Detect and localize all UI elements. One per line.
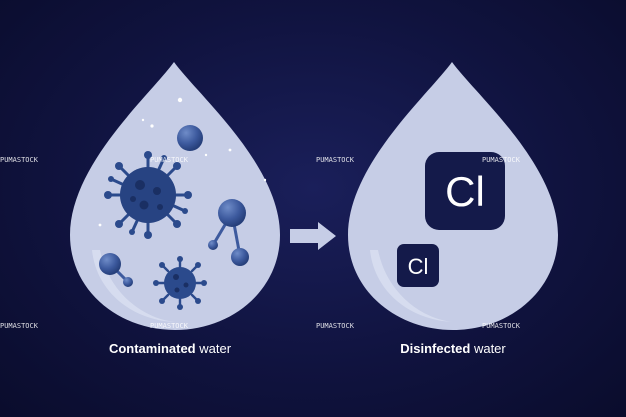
watermark-text: PUMASTOCK: [150, 322, 189, 330]
right-drop-shine: [370, 250, 453, 322]
caption-bold: Disinfected: [400, 341, 471, 356]
virus-small-icon: [153, 256, 207, 310]
bubble-dots: [98, 97, 267, 227]
watermark-text: PUMASTOCK: [0, 322, 39, 330]
contaminated-water-caption: Contaminated water: [70, 341, 270, 356]
watermark-text: PUMASTOCK: [316, 156, 355, 164]
chlorine-large-symbol: Cl: [445, 168, 485, 215]
molecule-single-icon: [177, 125, 203, 151]
contaminated-water-drop: [70, 62, 280, 330]
arrow-right-icon: [290, 222, 336, 250]
disinfected-water-drop: [348, 62, 558, 330]
watermark-text: PUMASTOCK: [482, 322, 521, 330]
chlorine-small-tile: [397, 244, 439, 287]
caption-bold: Contaminated: [108, 341, 196, 356]
caption-regular: water: [199, 341, 232, 356]
watermark-text: PUMASTOCK: [482, 156, 521, 164]
disinfected-water-caption: Disinfected water: [353, 341, 553, 356]
molecule-pair-icon: [99, 253, 133, 287]
virus-large-icon: [104, 151, 192, 239]
watermark-text: PUMASTOCK: [0, 156, 39, 164]
chlorine-large-tile: [425, 152, 505, 230]
watermark-text: PUMASTOCK: [316, 322, 355, 330]
caption-regular: water: [473, 341, 506, 356]
watermark-text: PUMASTOCK: [150, 156, 189, 164]
watermarks: PUMASTOCK PUMASTOCK PUMASTOCK PUMASTOCK …: [0, 156, 521, 330]
chlorine-small-symbol: Cl: [408, 254, 429, 279]
molecule-triple-icon: [208, 199, 249, 266]
left-drop-shine: [92, 250, 175, 322]
